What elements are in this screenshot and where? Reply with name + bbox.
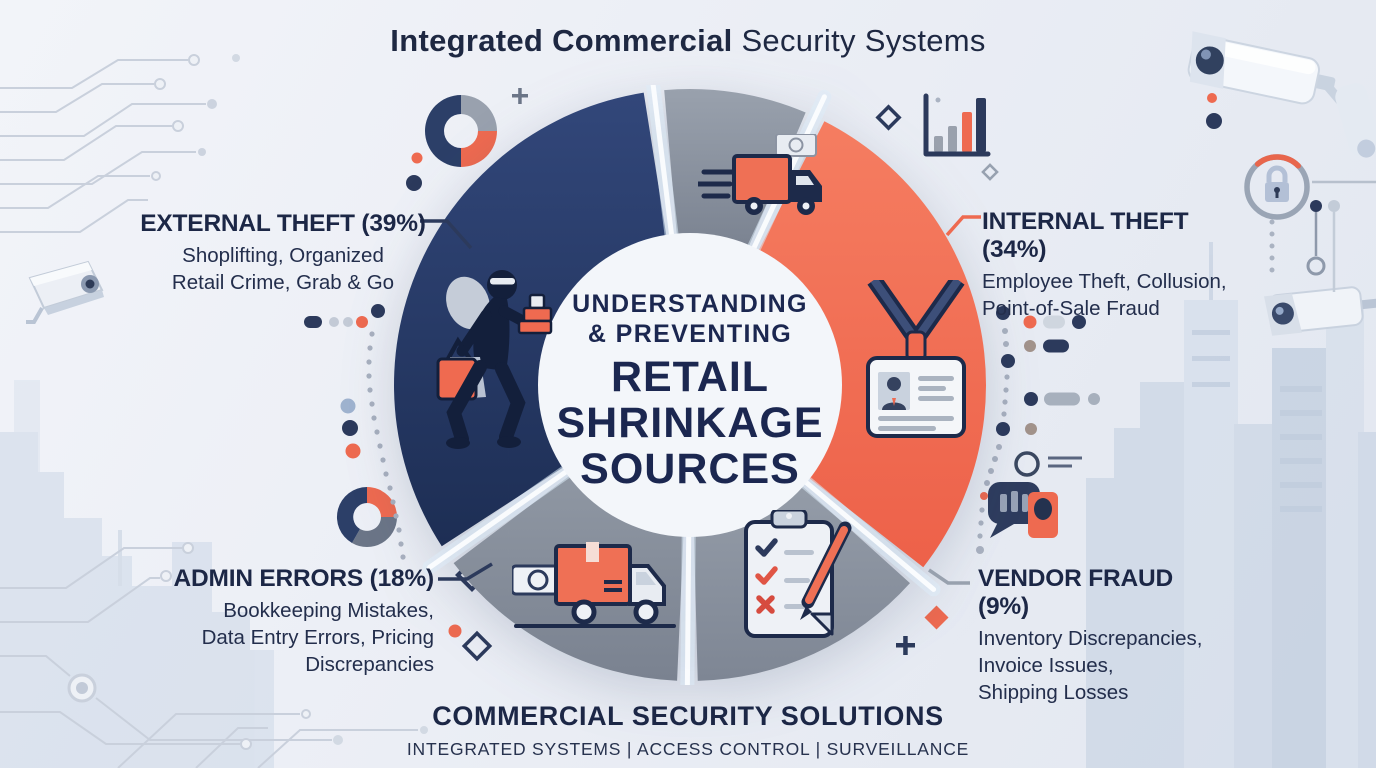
mini-donut-icon <box>336 486 397 548</box>
footer-title: COMMERCIAL SECURITY SOLUTIONS <box>432 701 944 731</box>
callout-internal-desc: Point-of-Sale Fraud <box>982 297 1160 320</box>
delivery-truck-icon <box>698 134 822 215</box>
circuit-trace-icon <box>0 54 240 233</box>
checklist-icon <box>744 510 852 638</box>
callout-vendor-desc: Inventory Discrepancies, <box>978 627 1203 650</box>
center-line-2: & PREVENTING <box>587 320 793 348</box>
page-title: Integrated Commercial Security Systems <box>0 23 1376 59</box>
dot-accent <box>1206 113 1222 129</box>
callout-external-title: EXTERNAL THEFT (39%) <box>140 210 426 237</box>
id-badge-icon <box>866 280 966 438</box>
dot-accent <box>1207 93 1217 103</box>
callout-admin-title: ADMIN ERRORS (18%) <box>173 565 435 592</box>
callout-vendor-title: VENDOR FRAUD (9%) <box>978 565 1173 620</box>
footer-subtitle: INTEGRATED SYSTEMS | ACCESS CONTROL | SU… <box>406 739 970 759</box>
cctv-camera-icon <box>1264 286 1376 336</box>
chat-person-icon <box>988 482 1058 538</box>
callout-admin-errors: ADMIN ERRORS (18%) Bookkeeping Mistakes,… <box>156 565 435 678</box>
segment-divider <box>684 514 692 706</box>
center-line-3: RETAIL <box>610 353 770 401</box>
cctv-camera-icon <box>1335 83 1376 158</box>
callout-internal-desc: Employee Theft, Collusion, <box>982 270 1227 293</box>
city-skyline-icon <box>1086 242 1376 768</box>
center-line-4: SHRINKAGE <box>556 399 824 447</box>
padlock-badge-icon <box>1244 154 1310 220</box>
cargo-truck-money-icon <box>512 542 676 628</box>
callout-internal-title: INTERNAL THEFT (34%) <box>982 208 1189 263</box>
callout-vendor-fraud: VENDOR FRAUD (9%) Inventory Discrepancie… <box>978 565 1228 706</box>
circuit-trace-icon <box>1269 180 1376 292</box>
page-title-regular: Security Systems <box>741 23 986 58</box>
callout-internal-theft: INTERNAL THEFT (34%) Employee Theft, Col… <box>982 208 1252 322</box>
page-title-bold: Integrated Commercial <box>390 23 733 58</box>
center-line-1: UNDERSTANDING <box>572 290 808 318</box>
callout-external-desc: Retail Crime, Grab & Go <box>171 271 395 294</box>
donut-center-title: UNDERSTANDING & PREVENTING RETAIL SHRINK… <box>505 289 875 492</box>
center-line-5: SOURCES <box>580 445 800 493</box>
callout-admin-desc: Bookkeeping Mistakes, <box>223 599 434 622</box>
cctv-camera-icon <box>26 260 104 324</box>
footer: COMMERCIAL SECURITY SOLUTIONS INTEGRATED… <box>0 701 1376 760</box>
callout-vendor-desc: Invoice Issues, <box>978 654 1114 677</box>
callout-external-theft: EXTERNAL THEFT (39%) Shoplifting, Organi… <box>140 210 426 296</box>
callout-admin-desc: Discrepancies <box>305 653 434 676</box>
callout-external-desc: Shoplifting, Organized <box>182 244 384 267</box>
callout-admin-desc: Data Entry Errors, Pricing <box>201 626 434 649</box>
